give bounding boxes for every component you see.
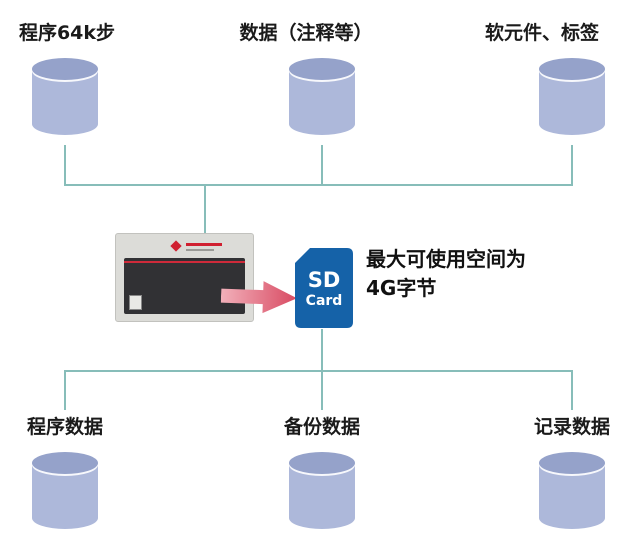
connector-line bbox=[321, 370, 323, 410]
cylinder-top bbox=[289, 452, 355, 474]
cylinder-top bbox=[289, 58, 355, 80]
sd-card-label-sd: SD bbox=[308, 268, 341, 292]
cylinder-top bbox=[32, 452, 98, 474]
plc-device bbox=[115, 233, 254, 322]
cylinder-body bbox=[539, 69, 605, 135]
cylinder-top bbox=[32, 58, 98, 80]
transfer-arrow-icon bbox=[220, 281, 297, 314]
database-icon-backup-data bbox=[289, 452, 355, 540]
connector-line bbox=[64, 145, 66, 186]
cylinder-body bbox=[32, 69, 98, 135]
database-icon-devices bbox=[539, 58, 605, 146]
cylinder-body bbox=[289, 69, 355, 135]
sd-card-label-card: Card bbox=[306, 293, 343, 309]
mitsubishi-logo-icon bbox=[170, 240, 182, 252]
capacity-note-line2: 4G字节 bbox=[366, 276, 437, 300]
connector-line bbox=[321, 145, 323, 186]
bottom-label-program-data: 程序数据 bbox=[26, 416, 104, 438]
database-icon-program bbox=[32, 58, 98, 146]
top-label-program: 程序64k步 bbox=[18, 22, 116, 44]
connector-line bbox=[64, 370, 573, 372]
connector-line bbox=[64, 184, 573, 186]
connector-line bbox=[571, 370, 573, 410]
cylinder-body bbox=[32, 463, 98, 529]
top-label-devices: 软元件、标签 bbox=[484, 22, 600, 44]
sd-card-icon: SD Card bbox=[295, 248, 353, 328]
mitsubishi-logo-text bbox=[186, 243, 222, 246]
plc-port bbox=[129, 295, 142, 310]
capacity-note: 最大可使用空间为 4G字节 bbox=[366, 245, 526, 303]
cylinder-top bbox=[539, 58, 605, 80]
capacity-note-line1: 最大可使用空间为 bbox=[366, 247, 526, 271]
bottom-label-backup-data: 备份数据 bbox=[283, 416, 361, 438]
database-icon-data bbox=[289, 58, 355, 146]
plc-front-panel bbox=[124, 258, 245, 314]
plc-red-stripe bbox=[124, 261, 245, 263]
connector-line bbox=[204, 184, 206, 234]
connector-line bbox=[571, 145, 573, 186]
cylinder-top bbox=[539, 452, 605, 474]
bottom-label-log-data: 记录数据 bbox=[533, 416, 611, 438]
connector-line bbox=[64, 370, 66, 410]
top-label-data: 数据（注释等） bbox=[239, 22, 373, 44]
database-icon-program-data bbox=[32, 452, 98, 540]
connector-line bbox=[321, 329, 323, 372]
database-icon-log-data bbox=[539, 452, 605, 540]
cylinder-body bbox=[539, 463, 605, 529]
plc-model-text bbox=[186, 249, 214, 251]
cylinder-body bbox=[289, 463, 355, 529]
